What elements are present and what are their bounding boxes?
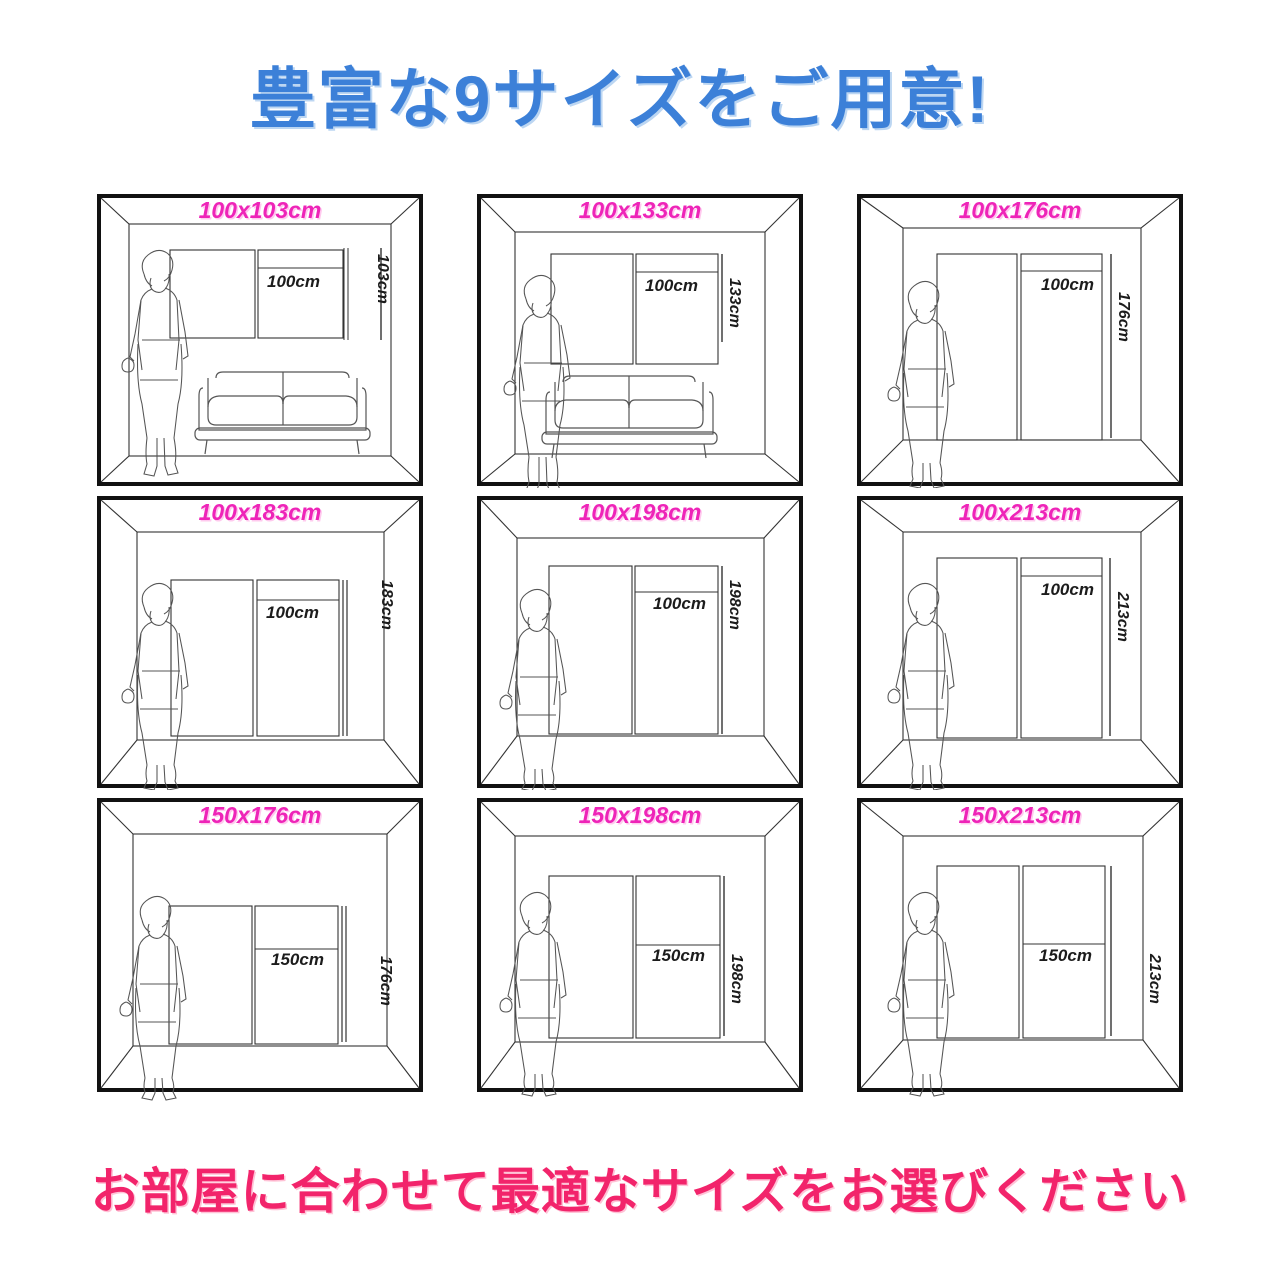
size-card[interactable]: 100x176cm 100cm 176cm [855, 192, 1185, 488]
height-label: 176cm [377, 956, 394, 1006]
footer-message: お部屋に合わせて最適なサイズをお選びください [90, 1165, 1190, 1219]
size-card[interactable]: 150x213cm 150cm 213cm [855, 796, 1185, 1108]
room-illustration [855, 796, 1185, 1108]
size-caption: 100x176cm [958, 197, 1082, 223]
width-label: 150cm [652, 946, 705, 965]
height-label: 103cm [374, 254, 391, 304]
room-illustration [475, 494, 805, 790]
size-card[interactable]: 100x183cm 100cm 183cm [95, 494, 425, 790]
width-label: 100cm [267, 272, 320, 291]
size-caption: 150x198cm [578, 802, 702, 828]
width-label: 100cm [1041, 275, 1094, 294]
room-illustration [475, 796, 805, 1108]
width-label: 150cm [271, 950, 324, 969]
size-caption: 100x183cm [198, 499, 322, 525]
size-caption: 100x198cm [578, 499, 702, 525]
size-card[interactable]: 150x176cm 150cm 176cm [95, 796, 425, 1108]
width-label: 100cm [266, 603, 319, 622]
height-label: 176cm [1115, 292, 1132, 342]
height-label: 213cm [1146, 954, 1163, 1004]
height-label: 183cm [378, 580, 395, 630]
size-caption: 100x103cm [198, 197, 322, 223]
size-caption: 100x133cm [578, 197, 702, 223]
size-grid: 100x103cm 100cm 103cm [95, 192, 1185, 1112]
height-label: 198cm [728, 954, 745, 1004]
room-illustration [95, 796, 425, 1108]
room-illustration [95, 192, 425, 488]
size-caption: 150x213cm [958, 802, 1082, 828]
size-card[interactable]: 100x133cm 100cm 133cm [475, 192, 805, 488]
size-caption: 100x213cm [958, 499, 1082, 525]
height-label: 133cm [726, 278, 743, 328]
size-card[interactable]: 100x213cm 100cm 213cm [855, 494, 1185, 790]
height-label: 198cm [726, 580, 743, 630]
width-label: 100cm [1041, 580, 1094, 599]
room-illustration [855, 192, 1185, 488]
width-label: 100cm [645, 276, 698, 295]
page-title: 豊富な9サイズをご用意! [249, 62, 991, 136]
size-card[interactable]: 100x198cm 100cm 198cm [475, 494, 805, 790]
room-illustration [475, 192, 805, 488]
size-card[interactable]: 150x198cm 150cm 198cm [475, 796, 805, 1108]
width-label: 150cm [1039, 946, 1092, 965]
height-label: 213cm [1114, 592, 1131, 642]
width-label: 100cm [653, 594, 706, 613]
room-illustration [95, 494, 425, 790]
size-caption: 150x176cm [198, 802, 322, 828]
size-card[interactable]: 100x103cm 100cm 103cm [95, 192, 425, 488]
room-illustration [855, 494, 1185, 790]
